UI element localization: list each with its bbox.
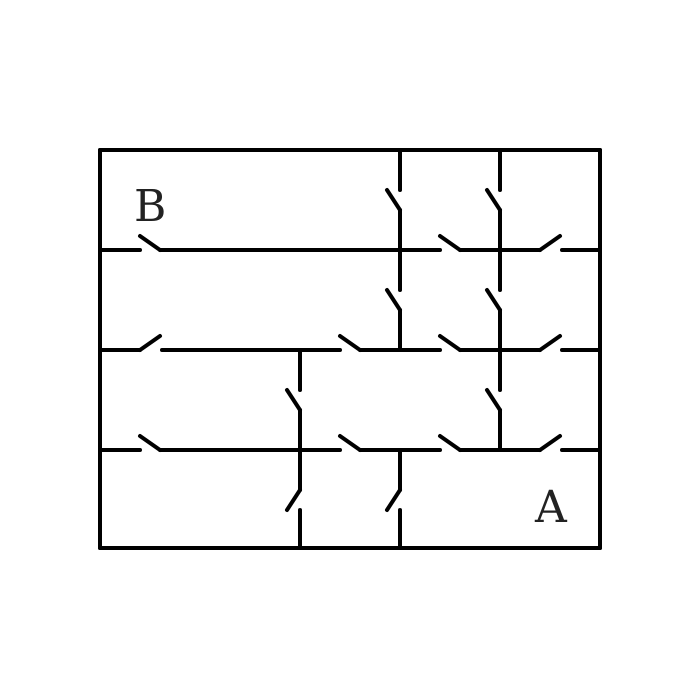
node-label-a: A [534,482,568,533]
switch-blade [438,334,462,352]
switch-blade [385,188,402,212]
row-250 [98,234,602,252]
switch-blade [385,288,402,312]
switch-blade [538,234,562,252]
switch-blade [538,334,562,352]
switch-blade [338,334,362,352]
switch-blade [138,334,162,352]
switch-blade [338,434,362,452]
switch-blade [485,388,502,412]
column-300 [285,348,302,550]
switch-blade [285,388,302,412]
switch-blade [138,434,162,452]
node-label-b: B [134,181,166,232]
row-450 [98,434,602,452]
switch-blade [285,488,302,512]
column-500 [485,148,502,452]
column-400 [385,148,402,550]
switch-blade [538,434,562,452]
switch-blade [438,434,462,452]
switch-blade [485,288,502,312]
switch-blade [438,234,462,252]
switch-blade [485,188,502,212]
row-350 [98,334,602,352]
switch-blade [385,488,402,512]
switch-blade [138,234,162,252]
